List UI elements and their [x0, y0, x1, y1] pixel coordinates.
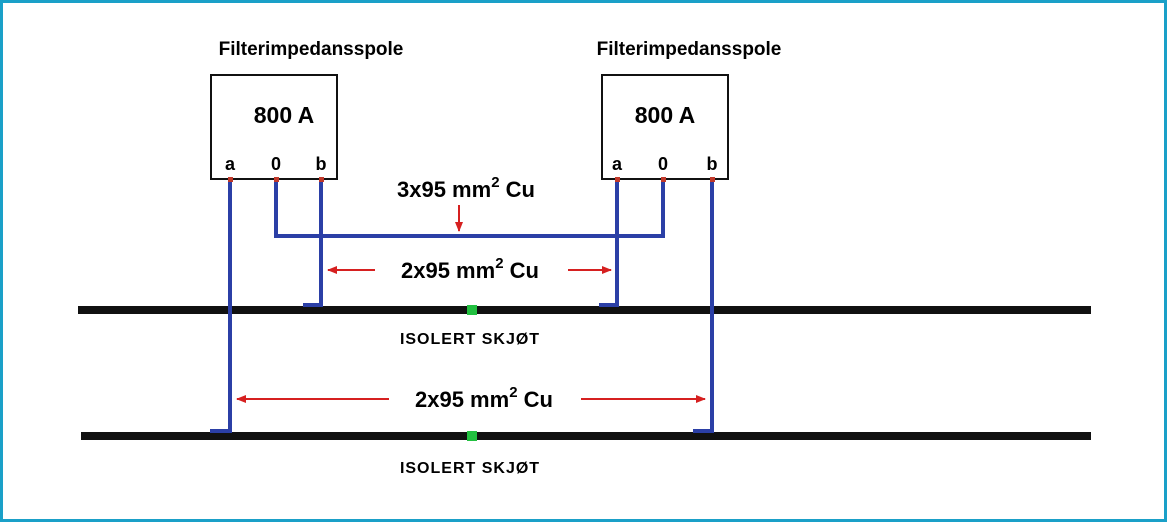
cable-label-upper: 2x95 mm2 Cu — [401, 255, 539, 283]
wires — [210, 179, 714, 433]
terminal-label-left-b: b — [316, 154, 327, 174]
coil-title-left: Filterimpedansspole — [219, 39, 404, 60]
cable-label-lower: 2x95 mm2 Cu — [415, 384, 553, 412]
joint-label-lower: ISOLERT SKJØT — [400, 460, 540, 477]
terminal-dots — [228, 177, 715, 182]
terminal-label-left-a: a — [225, 154, 236, 174]
dimension-arrows — [236, 205, 706, 403]
joint-marker-lower — [467, 431, 477, 441]
wire-neutral-link — [274, 181, 665, 238]
coil-box-left — [210, 74, 338, 180]
terminal-label-right-0: 0 — [658, 154, 668, 174]
joint-label-upper: ISOLERT SKJØT — [400, 331, 540, 348]
terminal-label-left-0: 0 — [271, 154, 281, 174]
filter-coil-diagram: Filterimpedansspole Filterimpedansspole … — [78, 39, 1091, 477]
terminal-label-right-a: a — [612, 154, 623, 174]
joint-marker-upper — [467, 305, 477, 315]
coil-title-right: Filterimpedansspole — [597, 39, 782, 60]
terminal-label-right-b: b — [707, 154, 718, 174]
coil-rating-left: 800 A — [254, 102, 315, 128]
coil-rating-right: 800 A — [635, 102, 696, 128]
cable-label-neutral: 3x95 mm2 Cu — [397, 174, 535, 202]
coil-box-right — [601, 74, 729, 180]
